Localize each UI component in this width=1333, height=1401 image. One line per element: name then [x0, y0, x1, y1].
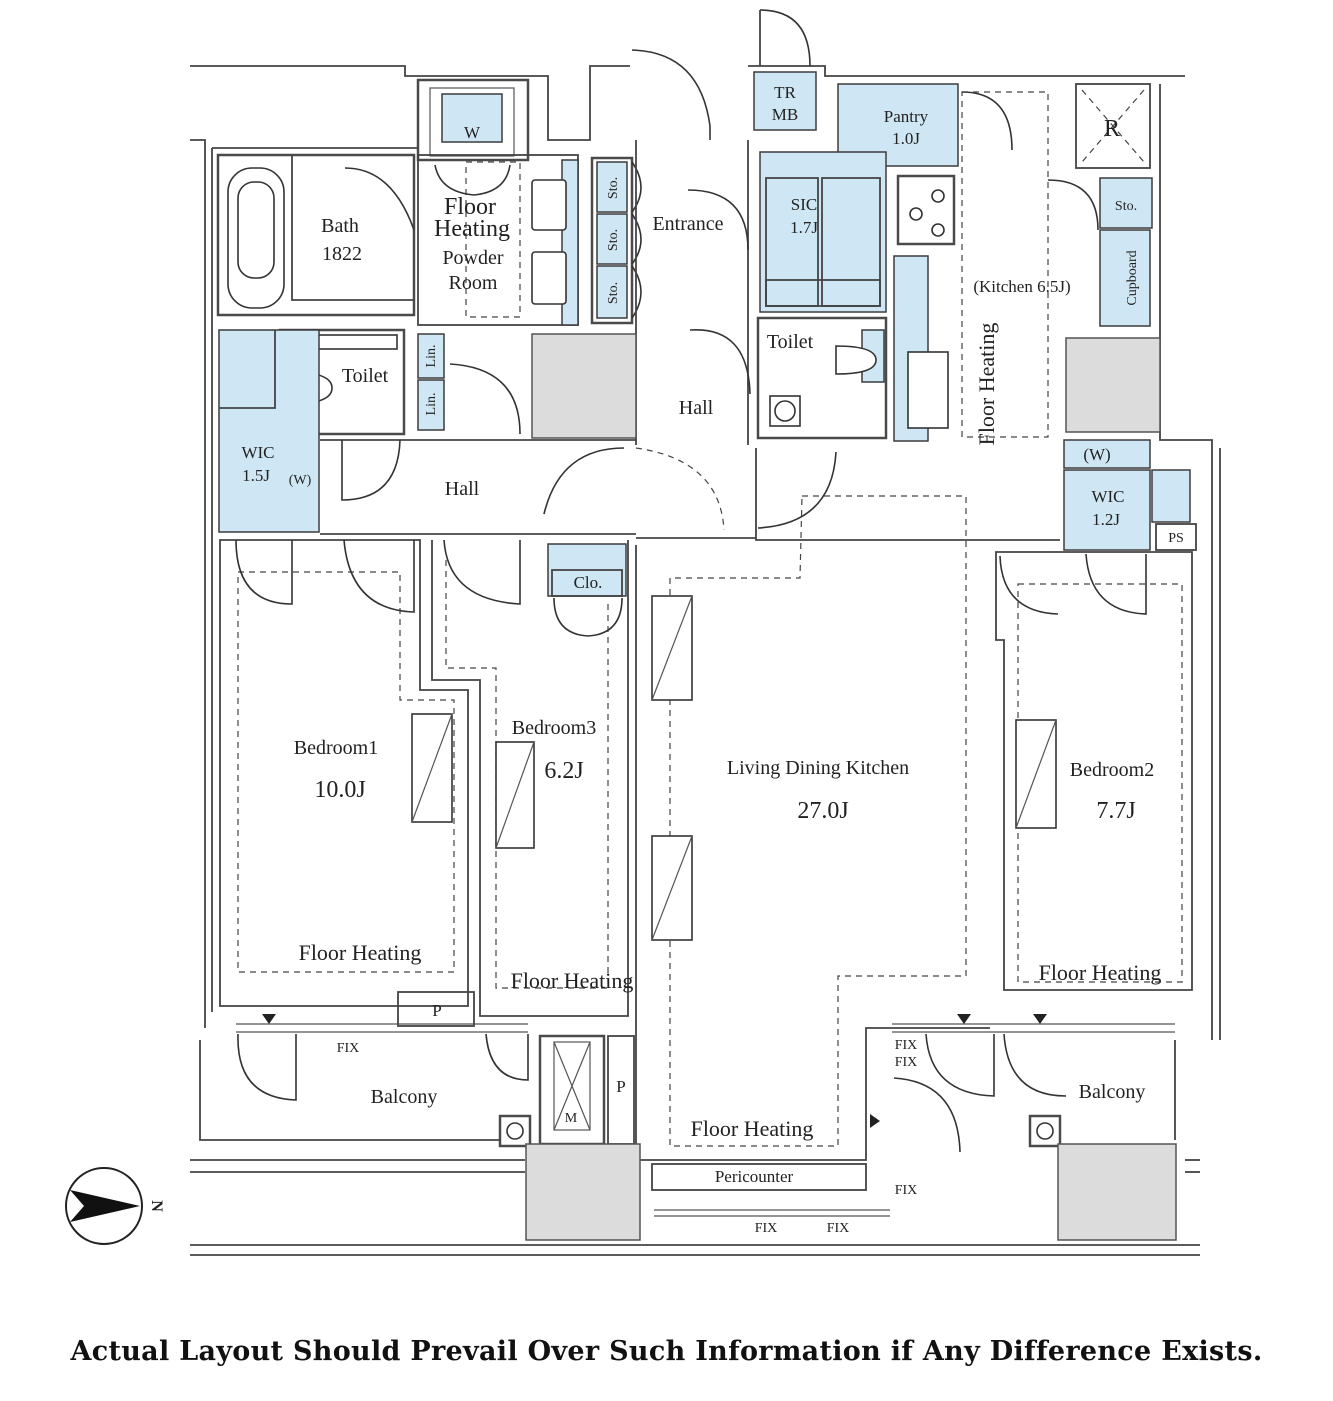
fix-label-6: FIX: [827, 1221, 850, 1236]
bedroom3-label: Bedroom3: [512, 717, 596, 739]
bath: Bath 1822: [216, 153, 416, 317]
arrow-marker: [870, 1114, 880, 1128]
floor-plan: Bath 1822 W Floor Heating Powder Room St…: [65, 9, 1221, 1256]
mb-label: MB: [772, 105, 798, 124]
fix-label-5: FIX: [755, 1221, 778, 1236]
sic-size: 1.7J: [790, 218, 818, 237]
cupboard-label: Cupboard: [1125, 250, 1140, 305]
bedroom1-floor-heating-label: Floor Heating: [299, 940, 422, 965]
bedroom3-size: 6.2J: [544, 758, 583, 784]
entrance: Entrance Hall: [631, 9, 811, 445]
balcony-right-label: Balcony: [1079, 1081, 1146, 1103]
hall-label-left: Hall: [445, 478, 480, 500]
powder-heating-label: Heating: [434, 216, 510, 242]
fix-label-4: FIX: [895, 1183, 918, 1198]
pipe-space-left: P: [397, 991, 475, 1027]
north-arrow: N: [65, 1167, 165, 1245]
bedroom3-floor-heating-label: Floor Heating: [511, 968, 634, 993]
bedroom2-floor-heating-label: Floor Heating: [1039, 960, 1162, 985]
wic2-label: WIC: [1091, 487, 1124, 506]
bedroom1-label: Bedroom1: [294, 737, 378, 759]
clo-label: Clo.: [574, 573, 603, 592]
wic-1: WIC 1.5J (W): [218, 329, 320, 533]
bath-size: 1822: [322, 243, 362, 265]
kitchen: R (Kitchen 6.5J) Floor Heating Sto. Cupb…: [893, 83, 1161, 446]
wic2-size: 1.2J: [1092, 510, 1120, 529]
wic-2: (W) WIC 1.2J PS: [1063, 439, 1197, 551]
tr-mb: TR MB: [753, 71, 817, 131]
north-label: N: [148, 1200, 165, 1212]
kitchen-floor-heating-label: Floor Heating: [974, 323, 999, 446]
powder-room: W Floor Heating Powder Room: [344, 78, 579, 326]
wic1-label: WIC: [241, 443, 274, 462]
wic1-w-label: (W): [289, 473, 312, 488]
p-label-2: P: [616, 1077, 625, 1096]
ldk-label: Living Dining Kitchen: [727, 757, 909, 779]
sto-label-3: Sto.: [606, 282, 621, 304]
wic1-size: 1.5J: [242, 466, 270, 485]
ldk-size: 27.0J: [797, 798, 848, 824]
balcony-right: Balcony: [893, 1033, 1177, 1241]
meter-box: M P: [538, 1034, 635, 1146]
lin-label-1: Lin.: [424, 345, 439, 368]
tr-label: TR: [774, 83, 796, 102]
bedroom-3: Clo. Bedroom3 6.2J Floor Heating: [431, 539, 634, 1017]
hall-label-right: Hall: [679, 397, 714, 419]
arrow-marker: [957, 1014, 971, 1024]
pericounter-label: Pericounter: [715, 1167, 794, 1186]
shaft-center: [531, 333, 637, 439]
pantry-size: 1.0J: [892, 129, 920, 148]
ldk-floor-heating-label: Floor Heating: [691, 1116, 814, 1141]
bedroom1-size: 10.0J: [314, 777, 365, 803]
toilet-right-label: Toilet: [767, 331, 814, 353]
lin-label-2: Lin.: [424, 393, 439, 416]
pantry-label: Pantry: [884, 107, 929, 126]
powder-room-label-1: Powder: [442, 247, 503, 269]
powder-room-label-2: Room: [449, 272, 498, 294]
kitchen-label: (Kitchen 6.5J): [973, 277, 1070, 296]
pantry-sic: Pantry 1.0J SIC 1.7J: [759, 83, 1013, 313]
ps-label: PS: [1168, 531, 1184, 546]
bedroom2-label: Bedroom2: [1070, 759, 1154, 781]
m-label: M: [565, 1111, 578, 1126]
window-fix-lines: FIX FIX FIX FIX FIX FIX: [236, 1014, 1175, 1236]
sto-label-1: Sto.: [606, 177, 621, 199]
fix-label-2: FIX: [895, 1038, 918, 1053]
bedroom-2: Bedroom2 7.7J Floor Heating: [995, 551, 1193, 991]
entrance-label: Entrance: [652, 213, 723, 235]
balcony-left: Balcony: [237, 1033, 641, 1241]
bath-label: Bath: [321, 215, 359, 237]
entrance-storage: Sto. Sto. Sto.: [590, 156, 642, 325]
sic-label: SIC: [791, 195, 817, 214]
fix-label-1: FIX: [337, 1041, 360, 1056]
outer-walls: [190, 65, 1221, 1256]
living-dining-kitchen: Living Dining Kitchen 27.0J Floor Heatin…: [635, 448, 1060, 1191]
laundry-label: W: [464, 123, 481, 142]
bedroom-1: Bedroom1 10.0J Floor Heating: [219, 539, 469, 1007]
disclaimer-text: Actual Layout Should Prevail Over Such I…: [70, 1336, 1263, 1367]
powder-floor-label: Floor: [444, 194, 496, 220]
refrigerator-label: R: [1104, 116, 1120, 142]
bedroom2-size: 7.7J: [1096, 798, 1135, 824]
fix-label-3: FIX: [895, 1055, 918, 1070]
balcony-left-label: Balcony: [371, 1086, 438, 1108]
sto-label-kitchen: Sto.: [1115, 199, 1137, 214]
toilet-right: Toilet: [756, 316, 888, 440]
sto-label-2: Sto.: [606, 229, 621, 251]
p-label-1: P: [432, 1001, 441, 1020]
arrow-marker: [1033, 1014, 1047, 1024]
toilet-left-label: Toilet: [342, 365, 389, 387]
arrow-marker: [262, 1014, 276, 1024]
wic2-w-label: (W): [1083, 445, 1110, 464]
hall-left: Hall: [320, 439, 725, 535]
